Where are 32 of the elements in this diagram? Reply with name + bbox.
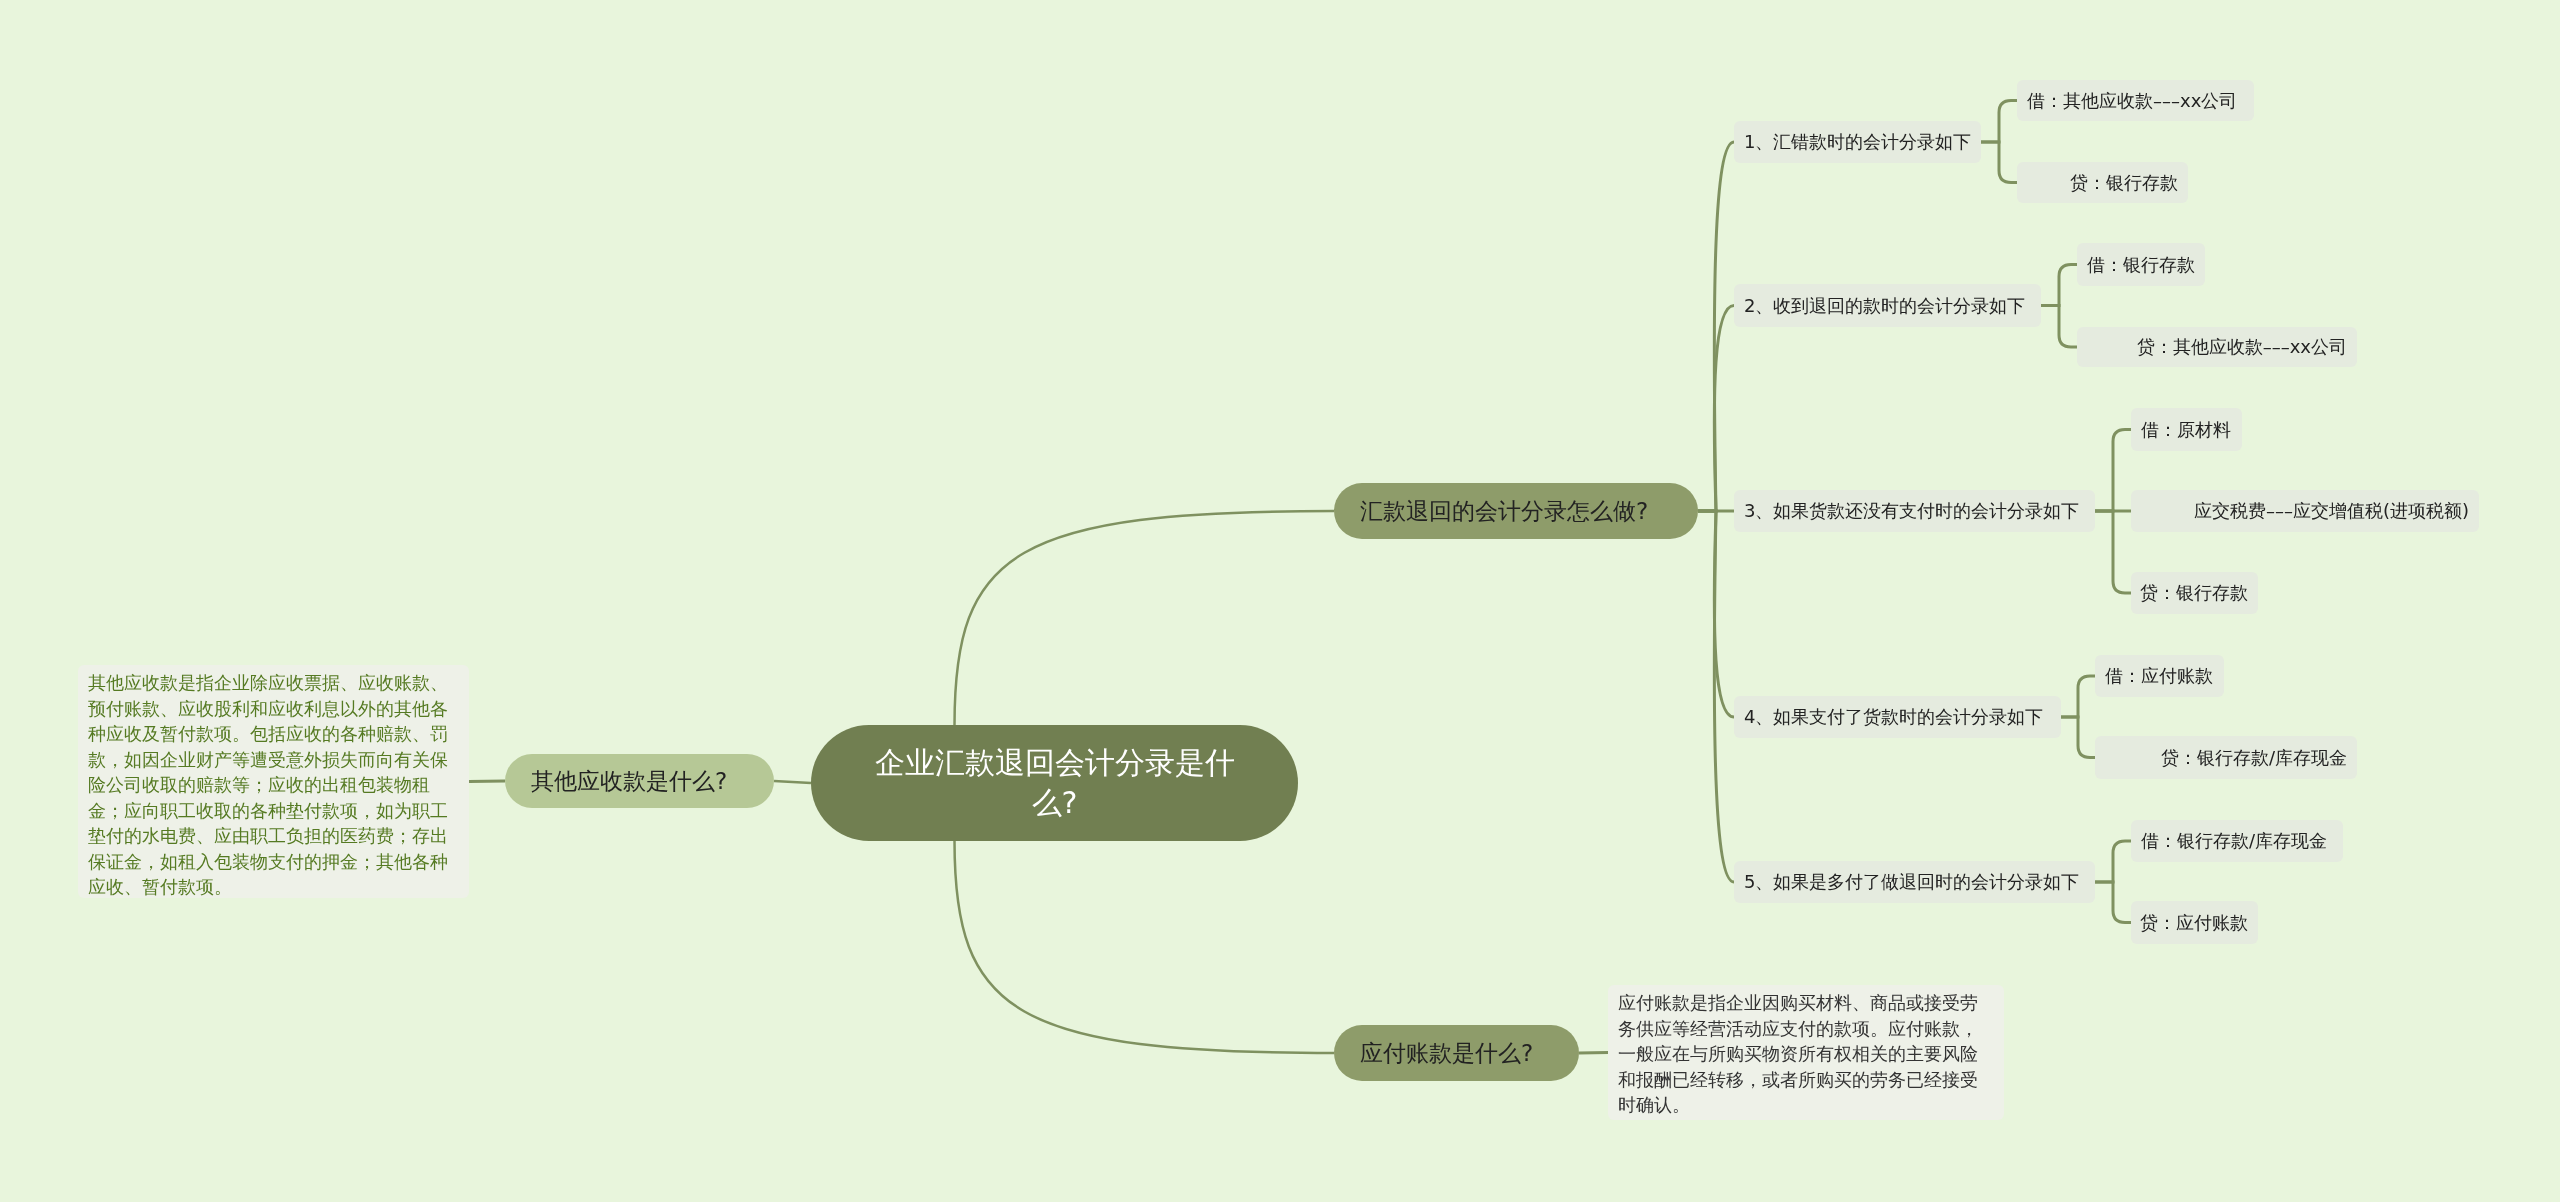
connector-line <box>953 509 1334 726</box>
subtopic-box: 3、如果货款还没有支付时的会计分录如下 <box>1734 490 2095 532</box>
connector-line <box>1698 509 1735 884</box>
subtopic-box: 2、收到退回的款时的会计分录如下 <box>1734 284 2041 327</box>
subtopic-box: 贷：应付账款 <box>2131 901 2258 944</box>
subtopic-box: 借：其他应收款–––xx公司 <box>2017 80 2254 121</box>
connector-line <box>1981 140 2017 184</box>
subtopic-box: 借：银行存款/库存现金 <box>2131 820 2343 862</box>
connector-line <box>953 840 1334 1055</box>
subtopic-box: 贷：银行存款/库存现金 <box>2095 736 2357 779</box>
topic-box: 汇款退回的会计分录怎么做? <box>1334 483 1698 539</box>
subtopic-box: 贷：银行存款 <box>2017 162 2188 203</box>
subtopic-box: 5、如果是多付了做退回时的会计分录如下 <box>1734 861 2095 903</box>
central-topic: 企业汇款退回会计分录是什么? <box>811 725 1298 841</box>
subtopic-box: 贷：其他应收款–––xx公司 <box>2077 327 2357 367</box>
subtopic-box: 借：原材料 <box>2131 408 2242 451</box>
subtopic-box: 贷：银行存款 <box>2131 572 2258 614</box>
topic-box: 应付账款是什么? <box>1334 1025 1579 1081</box>
topic-box: 其他应收款是什么? <box>505 754 774 808</box>
subtopic-box: 借：应付账款 <box>2095 655 2224 697</box>
subtopic-box: 借：银行存款 <box>2077 243 2205 286</box>
connector-line <box>2061 715 2095 759</box>
subtopic-box: 应交税费–––应交增值税(进项税额) <box>2131 490 2479 532</box>
connector-line <box>468 779 506 783</box>
connector-line <box>773 779 812 785</box>
note-box: 其他应收款是指企业除应收票据、应收账款、预付账款、应收股利和应收利息以外的其他各种应收及暂付款项。包括应收的各种赔款、罚款，如因企业财产等遭受意外损失而向有关保险公司收取的赔款等；应收的出租包装物租金；应向职工收取的各种垫付款项，如为职工垫付的水电费、应由职工负担的医药费；存出保证金，如租入包装物支付的押金；其他各种应收、暂付款项。 <box>78 665 469 898</box>
subtopic-box: 4、如果支付了货款时的会计分录如下 <box>1734 696 2061 738</box>
connector-line <box>1578 1051 1609 1055</box>
subtopic-box: 1、汇错款时的会计分录如下 <box>1734 121 1981 163</box>
note-box: 应付账款是指企业因购买材料、商品或接受劳务供应等经营活动应支付的款项。应付账款，一般应在与所购买物资所有权相关的主要风险和报酬已经转移，或者所购买的劳务已经接受时确认。 <box>1608 985 2004 1120</box>
connector-line <box>2095 880 2131 924</box>
connector-line <box>2041 304 2077 349</box>
